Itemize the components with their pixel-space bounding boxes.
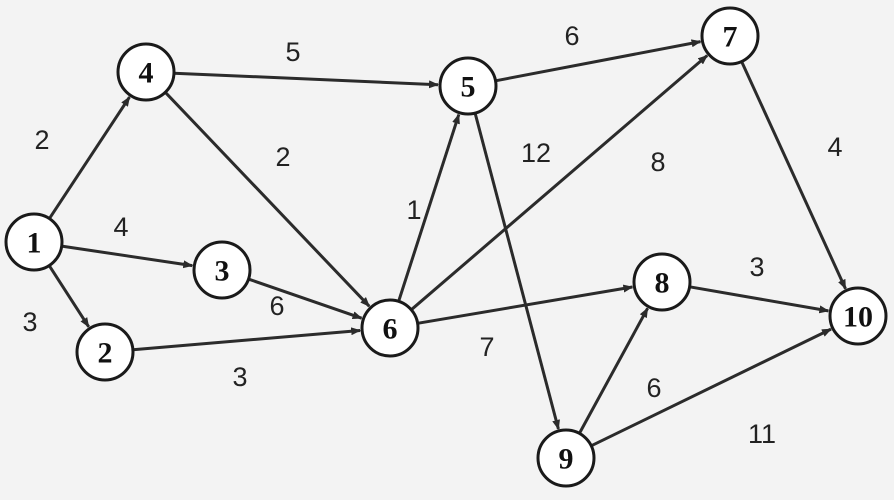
edge-weight-6-8: 7: [479, 332, 494, 362]
node-circle-7: [700, 6, 760, 66]
node-label-9: 9: [559, 443, 574, 476]
edge-9-10: [590, 327, 832, 448]
edge-weight-4-6: 2: [275, 142, 290, 172]
node-circle-5: [438, 56, 498, 116]
edge-weight-5-9: 12: [521, 138, 551, 168]
edge-weight-4-5: 5: [285, 37, 300, 67]
node-8: 8: [632, 252, 692, 312]
edge-weight-3-6: 6: [269, 291, 284, 321]
edge-4-5: [173, 71, 439, 89]
node-1: 1: [4, 212, 64, 272]
node-label-4: 4: [139, 57, 154, 90]
node-7: 7: [700, 6, 760, 66]
node-label-7: 7: [723, 21, 738, 54]
node-9: 9: [536, 428, 596, 488]
edge-3-6: [248, 277, 363, 320]
node-label-6: 6: [383, 313, 398, 346]
node-label-1: 1: [27, 227, 42, 260]
edge-6-7: [410, 54, 709, 311]
edge-weight-6-7: 8: [650, 147, 665, 177]
edge-2-6: [132, 327, 362, 352]
node-label-3: 3: [215, 255, 230, 288]
node-circle-6: [360, 298, 420, 358]
node-10: 10: [828, 286, 888, 346]
node-6: 6: [360, 298, 420, 358]
edge-weight-9-10: 11: [748, 419, 776, 449]
edge-7-10: [740, 60, 847, 290]
edge-weight-5-7: 6: [564, 21, 579, 51]
edge-1-3: [61, 244, 194, 269]
node-label-5: 5: [461, 71, 476, 104]
node-3: 3: [192, 240, 252, 300]
node-circle-10: [828, 286, 888, 346]
node-4: 4: [116, 42, 176, 102]
node-circle-4: [116, 42, 176, 102]
edge-9-8: [578, 307, 649, 435]
edge-weight-1-3: 4: [113, 212, 128, 242]
node-circle-3: [192, 240, 252, 300]
edge-8-10: [689, 285, 830, 314]
node-circle-1: [4, 212, 64, 272]
node-2: 2: [75, 322, 135, 382]
node-label-2: 2: [98, 337, 113, 370]
edge-1-2: [47, 264, 90, 328]
node-circle-9: [536, 428, 596, 488]
edge-weight-1-2: 3: [22, 307, 37, 337]
edge-weight-6-5: 1: [406, 195, 421, 225]
edge-weight-9-8: 6: [646, 373, 661, 403]
node-label-8: 8: [655, 267, 670, 300]
edge-weight-2-6: 3: [232, 362, 247, 392]
edge-weight-1-4: 2: [34, 125, 49, 155]
edge-1-4: [48, 96, 131, 220]
edge-5-9: [473, 112, 560, 430]
edge-5-7: [495, 39, 702, 83]
node-circle-8: [632, 252, 692, 312]
edges-layer: [47, 39, 847, 448]
edge-4-6: [164, 91, 371, 308]
node-circle-2: [75, 322, 135, 382]
node-5: 5: [438, 56, 498, 116]
edge-weight-7-10: 4: [827, 132, 842, 162]
node-label-10: 10: [843, 301, 873, 334]
edge-weight-8-10: 3: [749, 252, 764, 282]
edge-6-5: [397, 113, 461, 302]
